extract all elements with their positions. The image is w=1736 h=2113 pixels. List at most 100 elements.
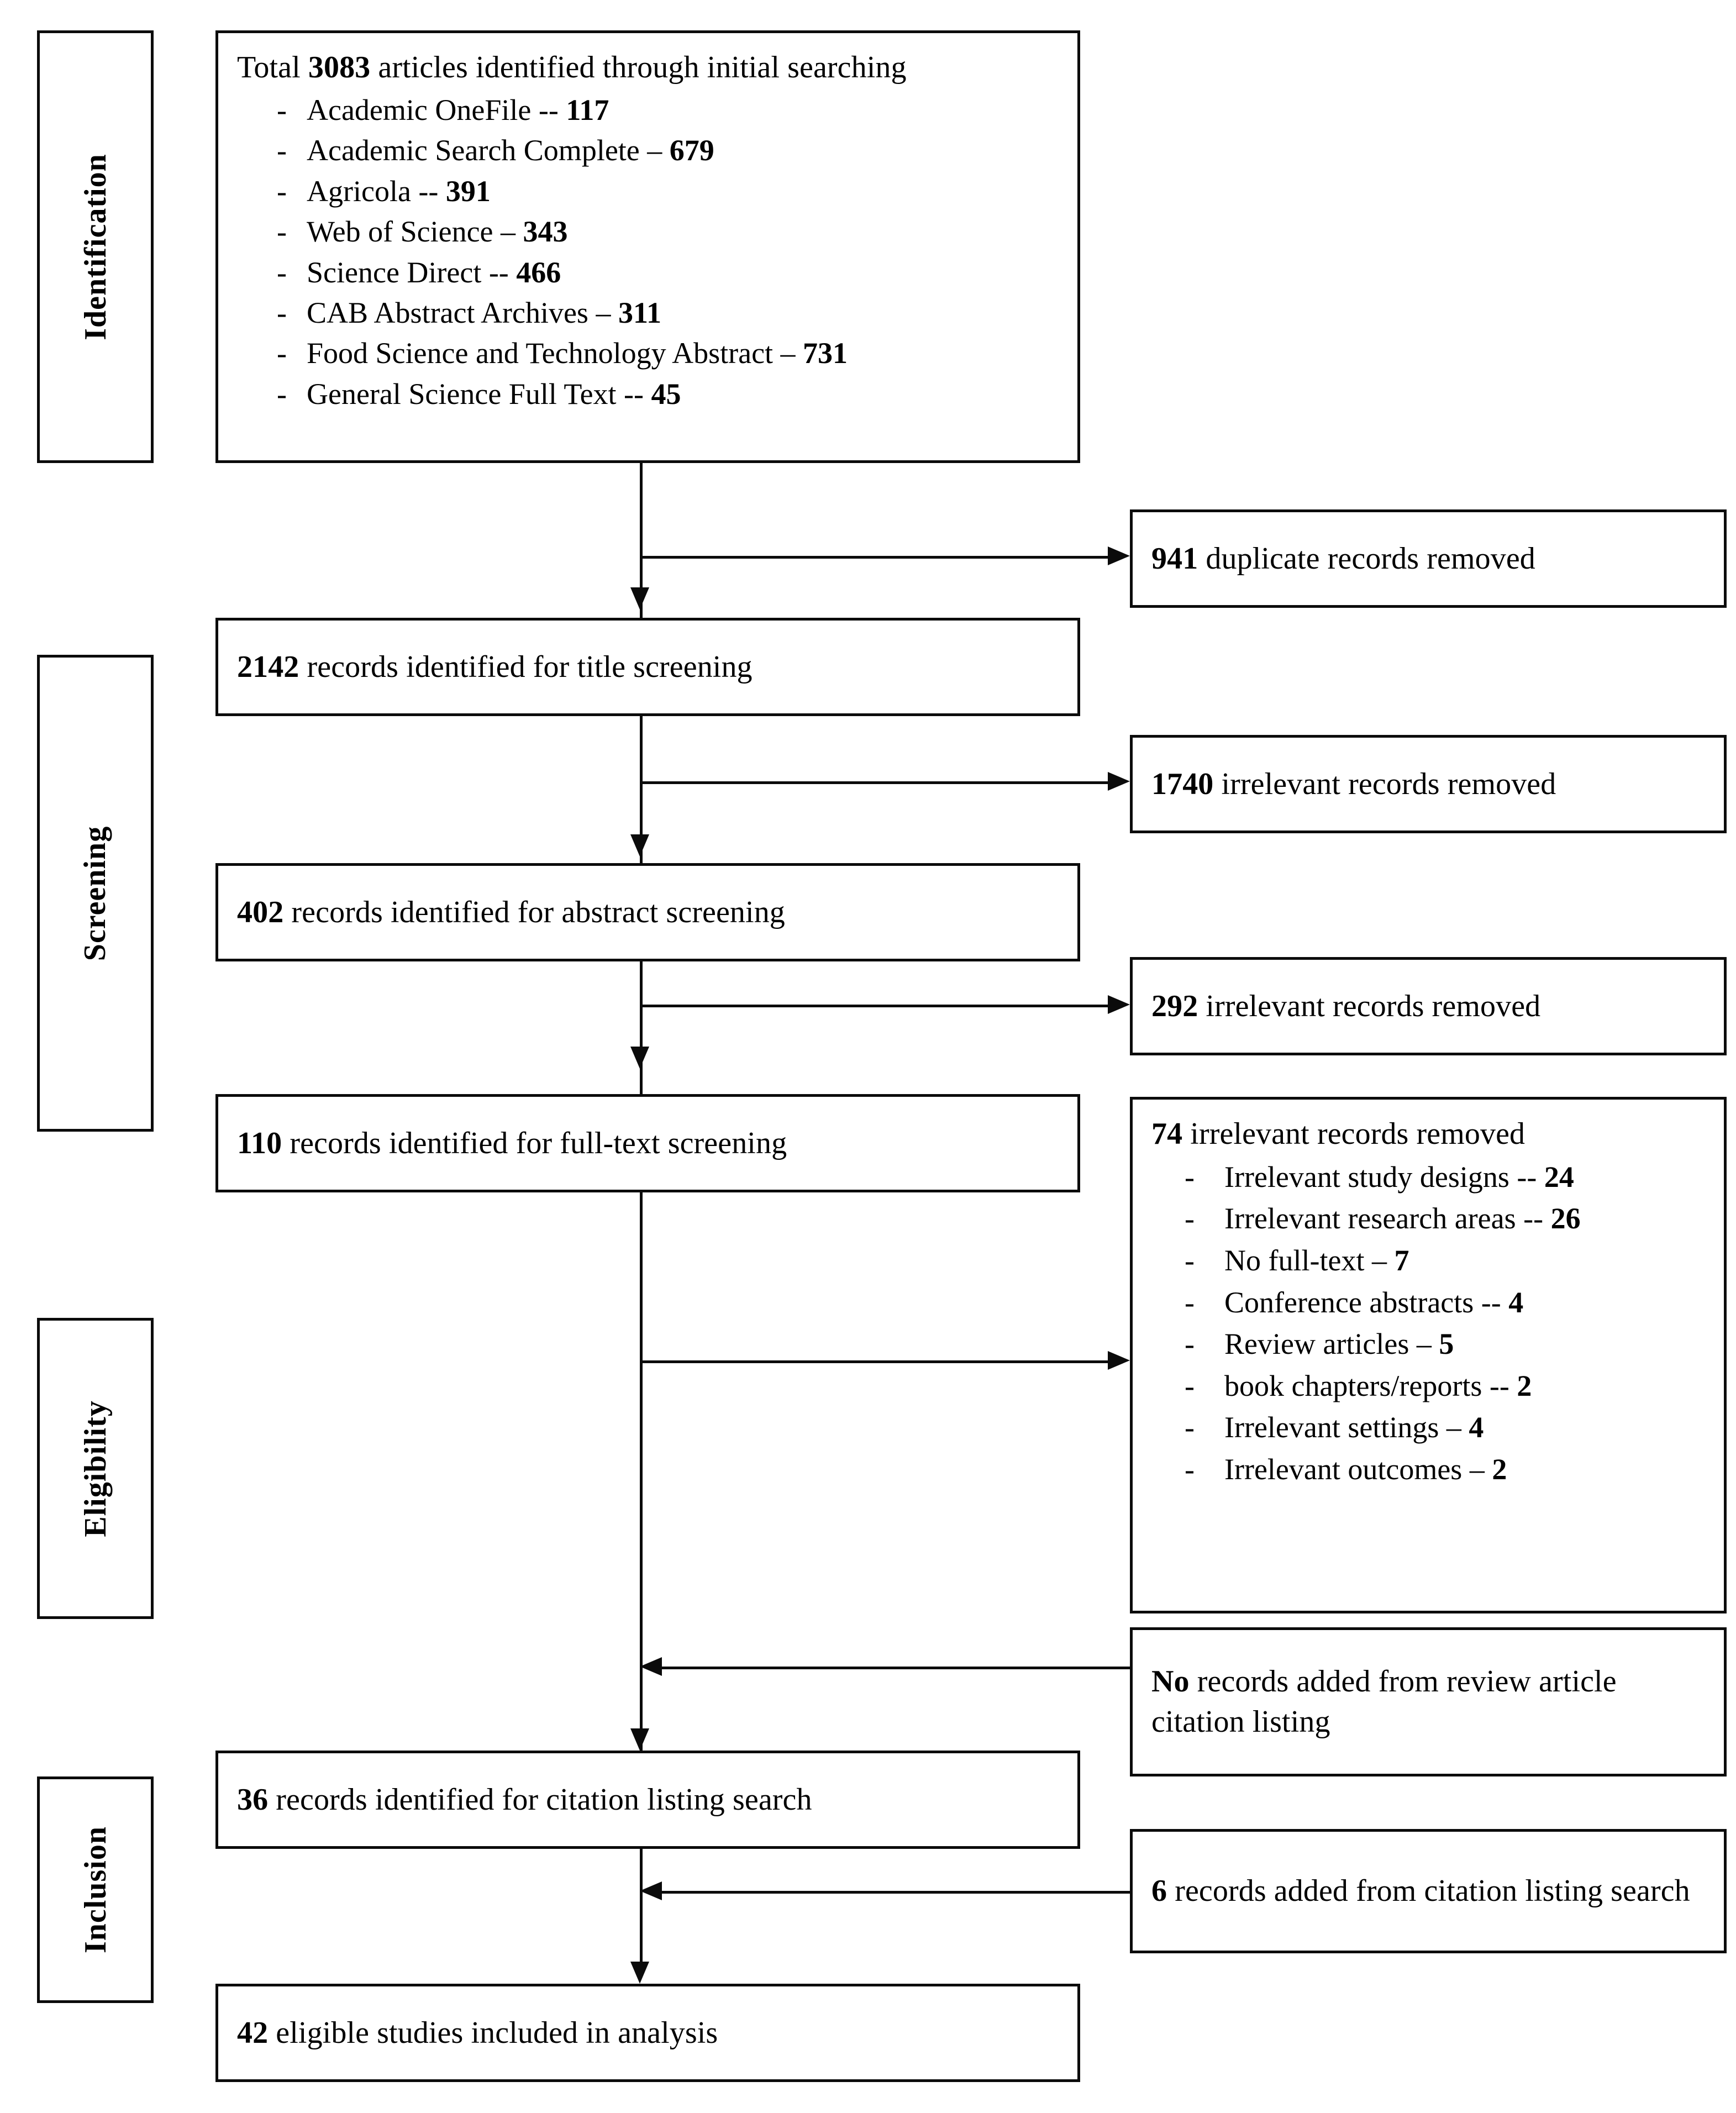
box-abstract-screening: 402 records identified for abstract scre… (215, 863, 1080, 961)
list-item: -Irrelevant research areas -- 26 (1185, 1198, 1705, 1240)
list-item: -Agricola -- 391 (277, 171, 1059, 212)
title-screening-text: 2142 records identified for title screen… (237, 647, 1059, 687)
arrow-down-icon (630, 834, 649, 856)
source-sep: -- (418, 174, 439, 208)
arrow-right-icon (1108, 995, 1130, 1014)
included-studies-suffix: eligible studies included in analysis (268, 2015, 718, 2050)
source-sep: – (780, 337, 796, 370)
abstract-irrelevant-count: 292 (1151, 989, 1198, 1023)
included-studies-count: 42 (237, 2015, 269, 2050)
arrow-down-icon (630, 1962, 649, 1984)
box-included-studies: 42 eligible studies included in analysis (215, 1984, 1080, 2082)
initial-search-prefix: Total (237, 50, 308, 85)
list-item: -Academic OneFile -- 117 (277, 90, 1059, 130)
source-sep: -- (538, 93, 559, 127)
stage-label-screening: Screening (37, 655, 154, 1132)
connector-line (662, 1891, 1130, 1894)
connector-line (640, 961, 643, 1094)
arrow-left-icon (640, 1881, 662, 1900)
source-name: Food Science and Technology Abstract (307, 337, 774, 370)
source-sep: – (501, 215, 515, 249)
bullet-dash-icon: - (1185, 1411, 1195, 1444)
no-records-suffix: records added from review article citati… (1151, 1664, 1617, 1739)
title-screening-suffix: records identified for title screening (299, 649, 753, 684)
stage-label-screening-text: Screening (78, 826, 113, 961)
source-count: 311 (618, 296, 661, 329)
bullet-dash-icon: - (277, 93, 287, 127)
source-name: General Science Full Text (307, 377, 617, 411)
bullet-dash-icon: - (1185, 1243, 1195, 1277)
citation-listing-text: 36 records identified for citation listi… (237, 1780, 1059, 1820)
reason-name: Irrelevant outcomes (1224, 1452, 1463, 1486)
records-added-count: 6 (1151, 1874, 1167, 1909)
citation-listing-suffix: records identified for citation listing … (268, 1782, 812, 1817)
reason-sep: – (1416, 1327, 1432, 1361)
fulltext-screening-text: 110 records identified for full-text scr… (237, 1123, 1059, 1164)
stage-label-eligibility-text: Eligibility (78, 1400, 113, 1537)
bullet-dash-icon: - (1185, 1202, 1195, 1236)
box-records-added-citation: 6 records added from citation listing se… (1130, 1829, 1727, 1953)
source-sep: – (596, 296, 611, 329)
reason-sep: -- (1481, 1285, 1501, 1319)
list-item: -Review articles – 5 (1185, 1323, 1705, 1365)
reason-name: Conference abstracts (1224, 1285, 1474, 1319)
list-item: -Science Direct -- 466 (277, 253, 1059, 293)
bullet-dash-icon: - (277, 377, 287, 411)
fulltext-screening-suffix: records identified for full-text screeni… (282, 1126, 787, 1160)
box-title-screening: 2142 records identified for title screen… (215, 618, 1080, 716)
source-sep: – (647, 134, 662, 167)
reason-sep: – (1446, 1411, 1461, 1444)
list-item: -Irrelevant outcomes – 2 (1185, 1449, 1705, 1491)
box-initial-search: Total 3083 articles identified through i… (215, 30, 1080, 463)
bullet-dash-icon: - (277, 134, 287, 167)
reason-sep: -- (1523, 1202, 1544, 1236)
reason-sep: -- (1489, 1369, 1509, 1402)
no-records-count: No (1151, 1664, 1190, 1699)
stage-label-identification-text: Identification (78, 153, 113, 340)
connector-line (640, 1192, 643, 1751)
box-fulltext-screening: 110 records identified for full-text scr… (215, 1094, 1080, 1192)
reason-sep: – (1371, 1243, 1387, 1277)
list-item: -Irrelevant study designs -- 24 (1185, 1157, 1705, 1199)
source-count: 343 (523, 215, 568, 249)
abstract-screening-suffix: records identified for abstract screenin… (283, 895, 785, 929)
abstract-irrelevant-text: 292 irrelevant records removed (1151, 986, 1705, 1027)
arrow-right-icon (1108, 546, 1130, 565)
bullet-dash-icon: - (1185, 1160, 1195, 1194)
list-item: -Conference abstracts -- 4 (1185, 1282, 1705, 1324)
source-name: Web of Science (307, 215, 493, 249)
list-item: -Food Science and Technology Abstract – … (277, 333, 1059, 374)
list-item: -Irrelevant settings – 4 (1185, 1407, 1705, 1449)
exclusion-reason-list: -Irrelevant study designs -- 24 -Irrelev… (1151, 1157, 1705, 1491)
bullet-dash-icon: - (1185, 1452, 1195, 1486)
fulltext-irrelevant-count: 74 (1151, 1117, 1183, 1151)
source-count: 731 (803, 337, 848, 370)
title-irrelevant-count: 1740 (1151, 766, 1214, 801)
bullet-dash-icon: - (277, 337, 287, 370)
connector-line (640, 463, 643, 618)
source-count: 45 (651, 377, 681, 411)
box-duplicates-removed: 941 duplicate records removed (1130, 509, 1727, 608)
stage-label-identification: Identification (37, 30, 154, 463)
connector-line (640, 781, 1109, 784)
list-item: -Academic Search Complete – 679 (277, 130, 1059, 171)
reason-count: 2 (1492, 1452, 1507, 1486)
reason-sep: – (1469, 1452, 1485, 1486)
source-count: 391 (445, 174, 491, 208)
bullet-dash-icon: - (1185, 1285, 1195, 1319)
stage-label-inclusion: Inclusion (37, 1776, 154, 2003)
stage-label-eligibility: Eligibility (37, 1318, 154, 1619)
box-title-irrelevant-removed: 1740 irrelevant records removed (1130, 735, 1727, 833)
box-fulltext-irrelevant-removed: 74 irrelevant records removed -Irrelevan… (1130, 1097, 1727, 1613)
connector-line (640, 716, 643, 863)
reason-count: 7 (1394, 1243, 1409, 1277)
arrow-right-icon (1108, 1351, 1130, 1370)
list-item: -Web of Science – 343 (277, 212, 1059, 252)
bullet-dash-icon: - (277, 174, 287, 208)
list-item: -book chapters/reports -- 2 (1185, 1365, 1705, 1407)
bullet-dash-icon: - (277, 296, 287, 329)
abstract-screening-count: 402 (237, 895, 284, 929)
source-name: Science Direct (307, 255, 482, 289)
reason-name: Irrelevant settings (1224, 1411, 1439, 1444)
